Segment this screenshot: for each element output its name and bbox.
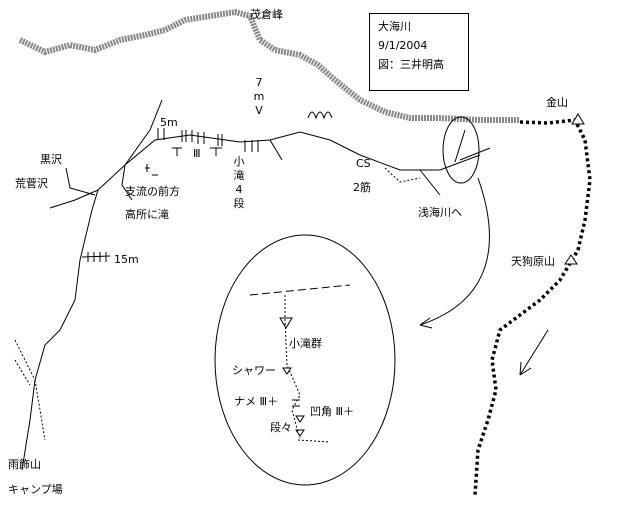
main-stream — [21, 131, 481, 471]
map-credit: 図：三井明高 — [378, 58, 444, 71]
label-7m: 7 m V — [253, 76, 265, 117]
kanayama-triangle — [571, 113, 585, 125]
label-grade-iii: Ⅲ — [193, 147, 201, 160]
lower-tributary-2 — [34, 379, 46, 441]
inset-label-steps: 段々 — [270, 421, 292, 434]
inset-fall-marks — [279, 317, 305, 437]
tengu-triangle — [564, 254, 578, 265]
tributary-2suji — [384, 167, 421, 183]
tributary-upper — [124, 99, 163, 166]
label-5m: 5m — [160, 116, 178, 129]
info-box: 大海川 9/1/2004 図：三井明高 — [369, 13, 469, 91]
inset-ellipse — [214, 234, 396, 486]
inset-stream — [284, 295, 301, 439]
label-tributary-front: 支流の前方 — [125, 185, 180, 198]
tributary-kurosawa — [65, 167, 96, 196]
map-date: 9/1/2004 — [378, 39, 428, 52]
inset-label-name: ナメ Ⅲ＋ — [234, 395, 279, 408]
label-tengu: 天狗原山 — [511, 255, 555, 268]
inset-label-small-falls: 小滝群 — [289, 337, 322, 350]
label-small-falls-4: 小滝4段 — [233, 155, 245, 210]
map-title: 大海川 — [378, 20, 411, 33]
label-kurosawa: 黒沢 — [40, 153, 62, 166]
fall-marks — [145, 128, 259, 176]
inset-bottom — [297, 439, 331, 443]
inset-label-shower: シャワー — [232, 364, 276, 377]
tributary-arasugesawa — [49, 189, 99, 209]
label-cs: CS — [356, 157, 371, 170]
label-peak-top: 茂倉峰 — [250, 8, 283, 21]
label-two-streams: 2筋 — [353, 181, 371, 194]
ridge-line — [18, 8, 520, 123]
direction-arrow — [519, 329, 549, 376]
tributary-high — [121, 164, 133, 201]
inset-label-concave: 凹角 Ⅲ＋ — [310, 405, 355, 418]
label-kanayama: 金山 — [546, 96, 568, 109]
label-arasugesawa: 荒菅沢 — [15, 177, 48, 190]
ripples — [307, 111, 333, 120]
label-to-asakai: 浅海川へ — [418, 206, 462, 219]
label-amakazari: 雨飾山 — [8, 458, 41, 471]
tributary-right — [269, 139, 283, 161]
tributary-right-upper — [454, 129, 491, 163]
trail-kanayama — [473, 118, 592, 496]
label-high-waterfall: 高所に滝 — [125, 208, 169, 221]
label-campsite: キャンプ場 — [8, 483, 63, 496]
inset-top-dash — [249, 284, 351, 296]
leader-arrow — [419, 177, 490, 326]
tributary-asakai — [419, 169, 441, 196]
label-15m: 15m — [114, 253, 139, 266]
lower-tributary — [14, 339, 36, 386]
fall-15m-mark — [81, 252, 111, 262]
confluence-highlight — [442, 116, 480, 184]
